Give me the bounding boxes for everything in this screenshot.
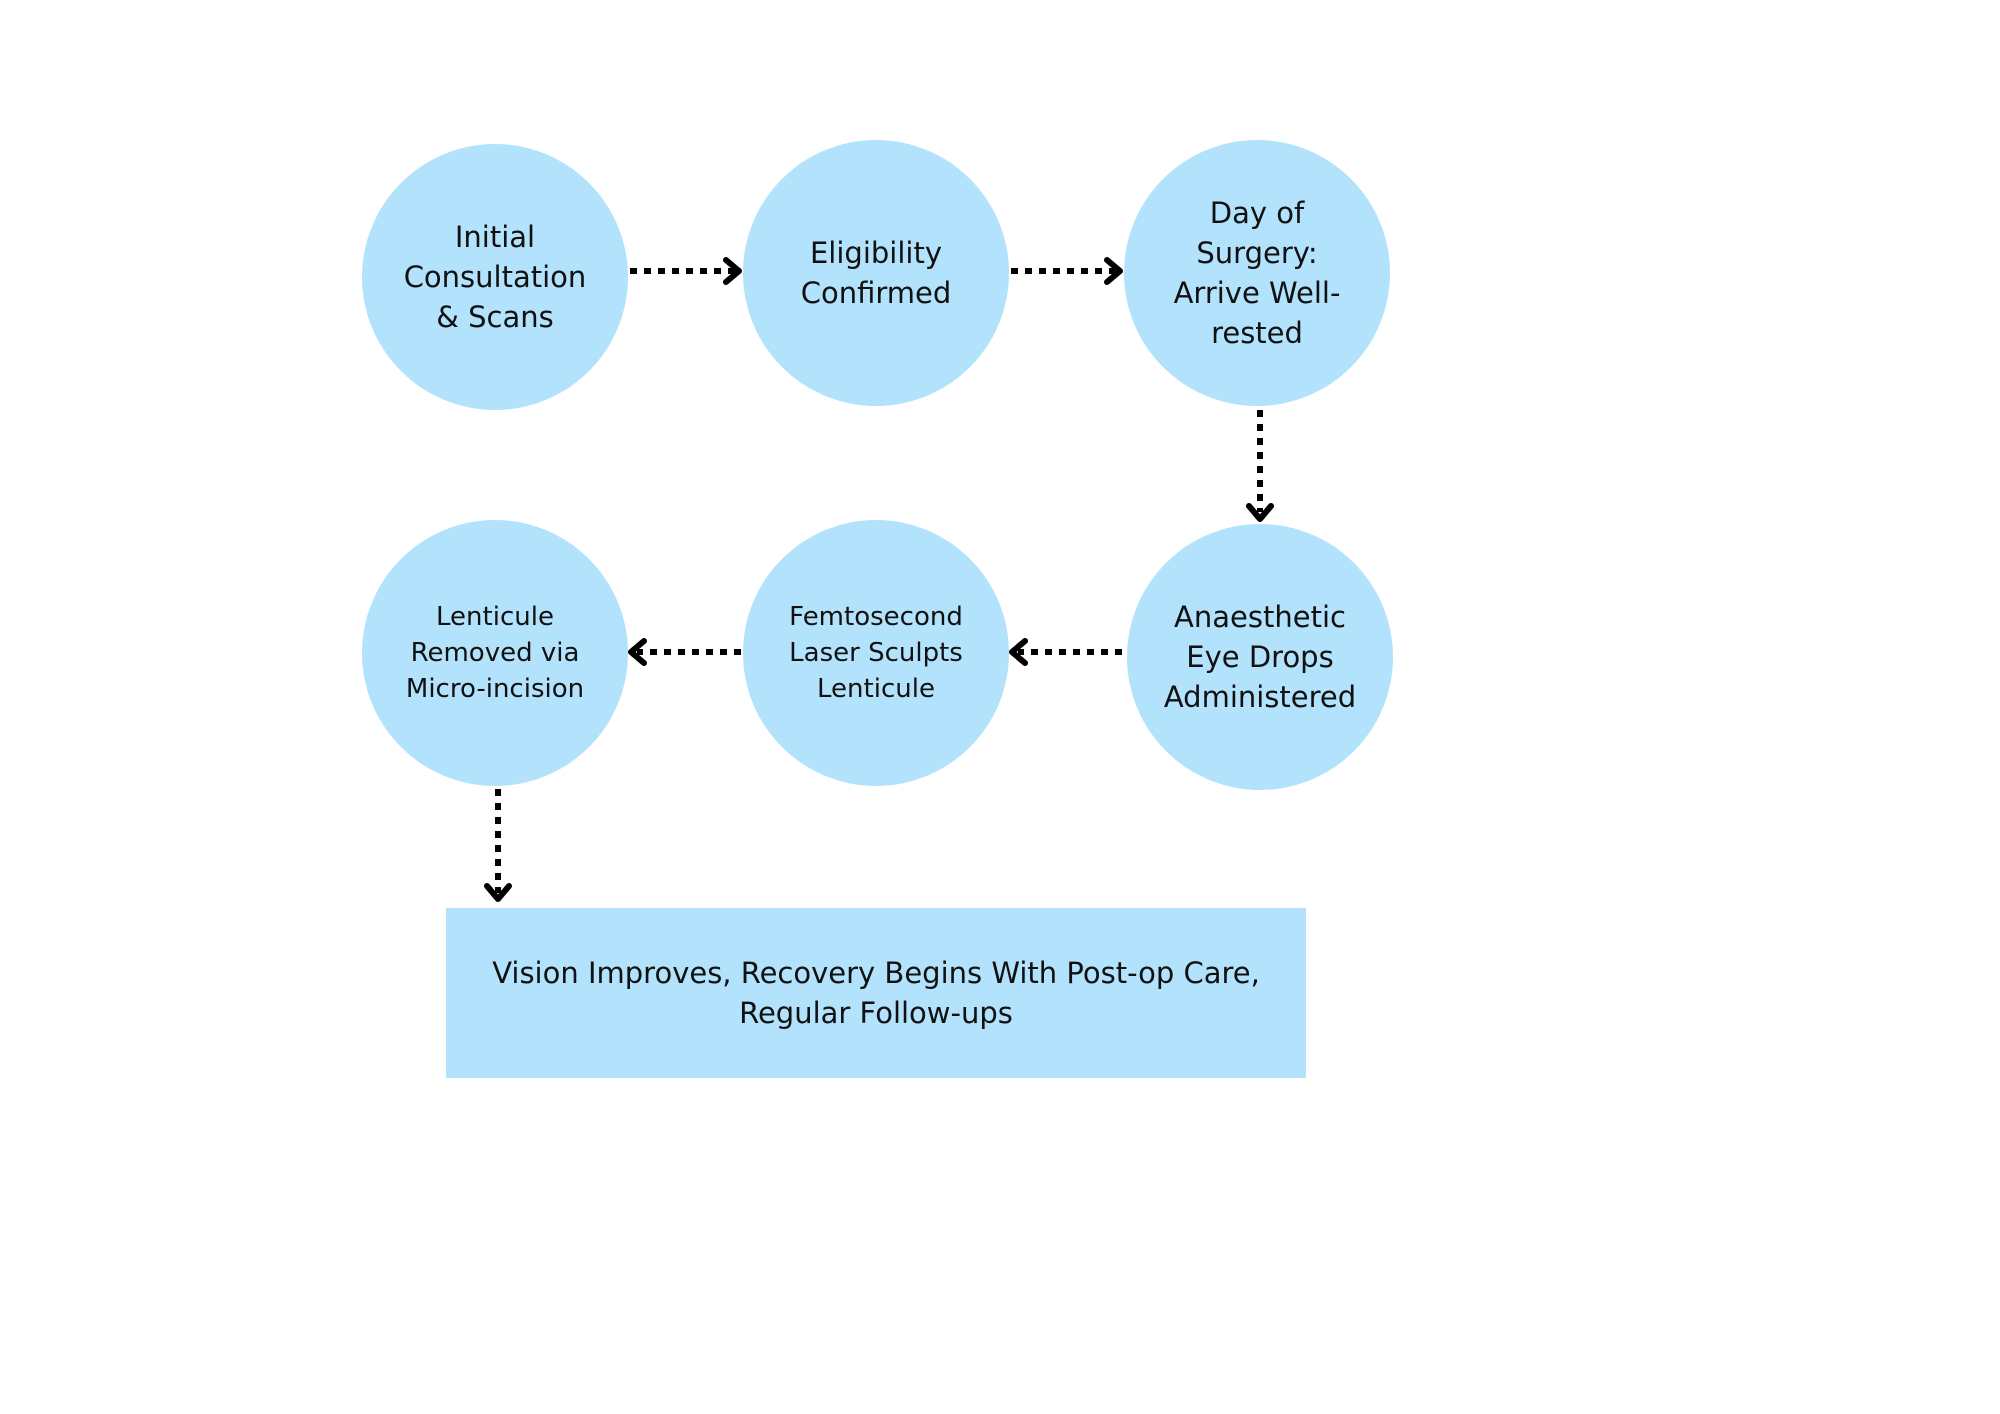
step-initial-consultation: Initial Consultation & Scans [362, 144, 628, 410]
arrow-step3-to-step4 [1246, 410, 1274, 522]
step-label: Femtosecond Laser Sculpts Lenticule [789, 602, 963, 704]
outcome-box: Vision Improves, Recovery Begins With Po… [446, 908, 1306, 1078]
arrow-step6-to-outcome [484, 789, 512, 902]
step-eligibility-confirmed: Eligibility Confirmed [743, 140, 1009, 406]
arrow-step5-to-step6 [628, 638, 741, 666]
outcome-label: Vision Improves, Recovery Begins With Po… [492, 956, 1260, 1030]
step-anaesthetic-eye-drops: Anaesthetic Eye Drops Administered [1127, 524, 1393, 790]
step-label: Lenticule Removed via Micro-incision [405, 602, 585, 704]
step-label: Day of Surgery: Arrive Well- rested [1173, 196, 1341, 350]
step-label: Eligibility Confirmed [800, 236, 952, 310]
step-femtosecond-laser: Femtosecond Laser Sculpts Lenticule [743, 520, 1009, 786]
step-label: Anaesthetic Eye Drops Administered [1163, 600, 1357, 714]
step-lenticule-removed: Lenticule Removed via Micro-incision [362, 520, 628, 786]
step-label: Initial Consultation & Scans [403, 220, 587, 334]
step-day-of-surgery: Day of Surgery: Arrive Well- rested [1124, 140, 1390, 406]
arrow-step2-to-step3 [1011, 257, 1123, 285]
arrow-step1-to-step2 [630, 257, 742, 285]
arrow-step4-to-step5 [1009, 638, 1122, 666]
